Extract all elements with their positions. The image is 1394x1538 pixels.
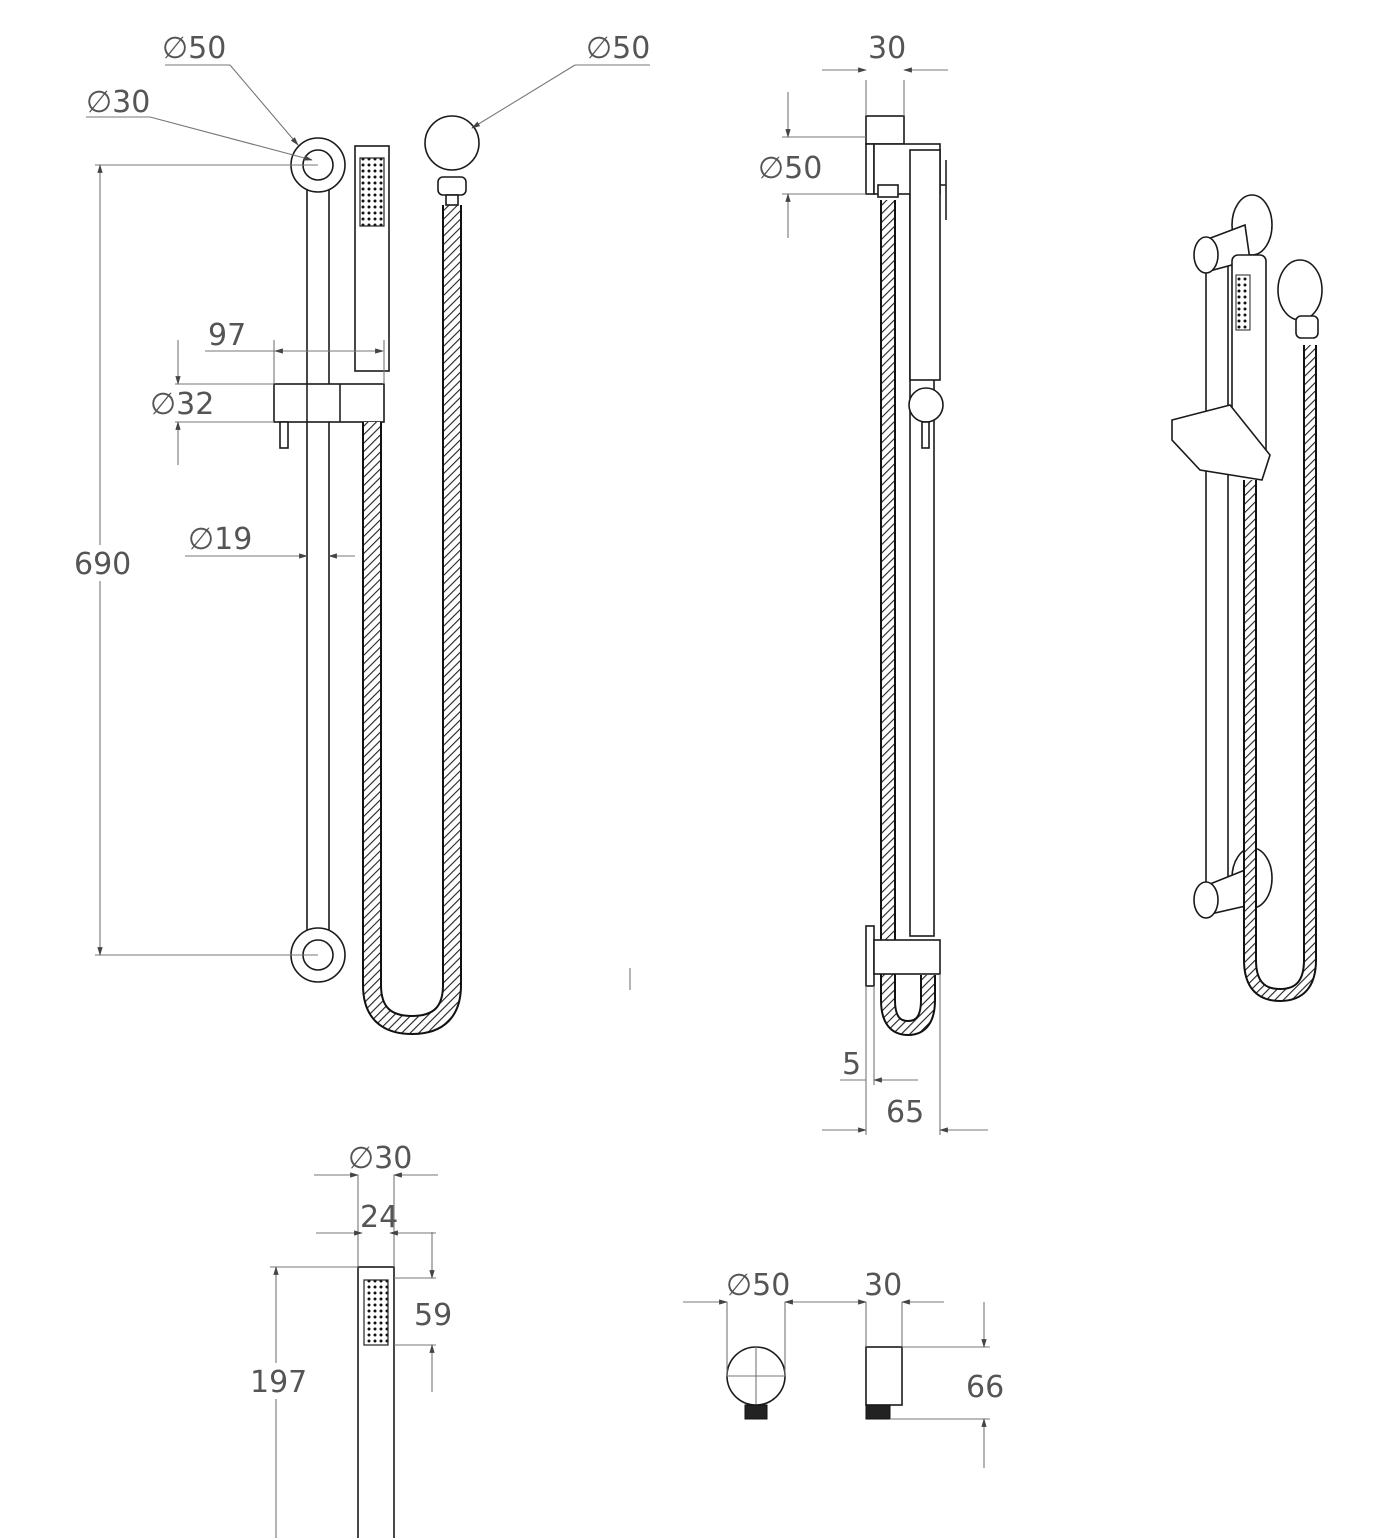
side-slider-knob [908,387,944,423]
outlet-nut [437,176,467,196]
front-view: ∅50 ∅30 ∅50 97 ∅32 ∅19 690 [72,31,650,1036]
side-view: 30 ∅50 5 65 [758,31,988,1135]
dim-handset-length: 197 [250,1365,307,1400]
dim-slider-width: 97 [208,318,246,353]
dim-outlet-dia: ∅50 [586,31,650,66]
dim-outlet-detail-dia: ∅50 [726,1268,790,1303]
iso-slider [1171,404,1271,481]
dim-slider-dia: ∅32 [150,387,214,422]
sliding-rail [306,164,330,956]
spray-face [359,157,385,227]
side-bottom-bracket [873,939,941,975]
handset-detail: ∅30 24 59 197 [246,1141,452,1538]
iso-rail [1205,251,1229,903]
slider-knob [279,421,289,449]
dim-side-gap: 5 [842,1047,861,1082]
dim-side-projection: 65 [886,1095,924,1130]
dim-side-depth: 30 [868,31,906,66]
dim-rail-length: 690 [74,547,131,582]
dim-handset-dia: ∅30 [348,1141,412,1176]
dim-side-flange-dia: ∅50 [758,151,822,186]
wall-outlet-detail: ∅50 30 66 [683,1268,1004,1468]
dim-handset-width: 24 [360,1200,398,1235]
dim-rail-dia: ∅19 [188,522,252,557]
iso-wall-outlet [1277,259,1323,321]
slider-bracket [273,383,385,423]
dim-outlet-height: 66 [966,1370,1004,1405]
side-top-flange [865,115,905,145]
dim-bar-end-dia: ∅30 [86,85,150,120]
isometric-view [1171,194,1323,1003]
side-handset [909,149,941,381]
side-bottom-flange [865,925,875,987]
dim-outlet-depth: 30 [864,1268,902,1303]
detail-outlet-side [865,1346,903,1406]
dim-spray-face-length: 59 [414,1298,452,1333]
dim-wall-flange-dia: ∅50 [162,31,226,66]
iso-hose [1245,345,1315,1001]
wall-outlet [424,115,480,171]
